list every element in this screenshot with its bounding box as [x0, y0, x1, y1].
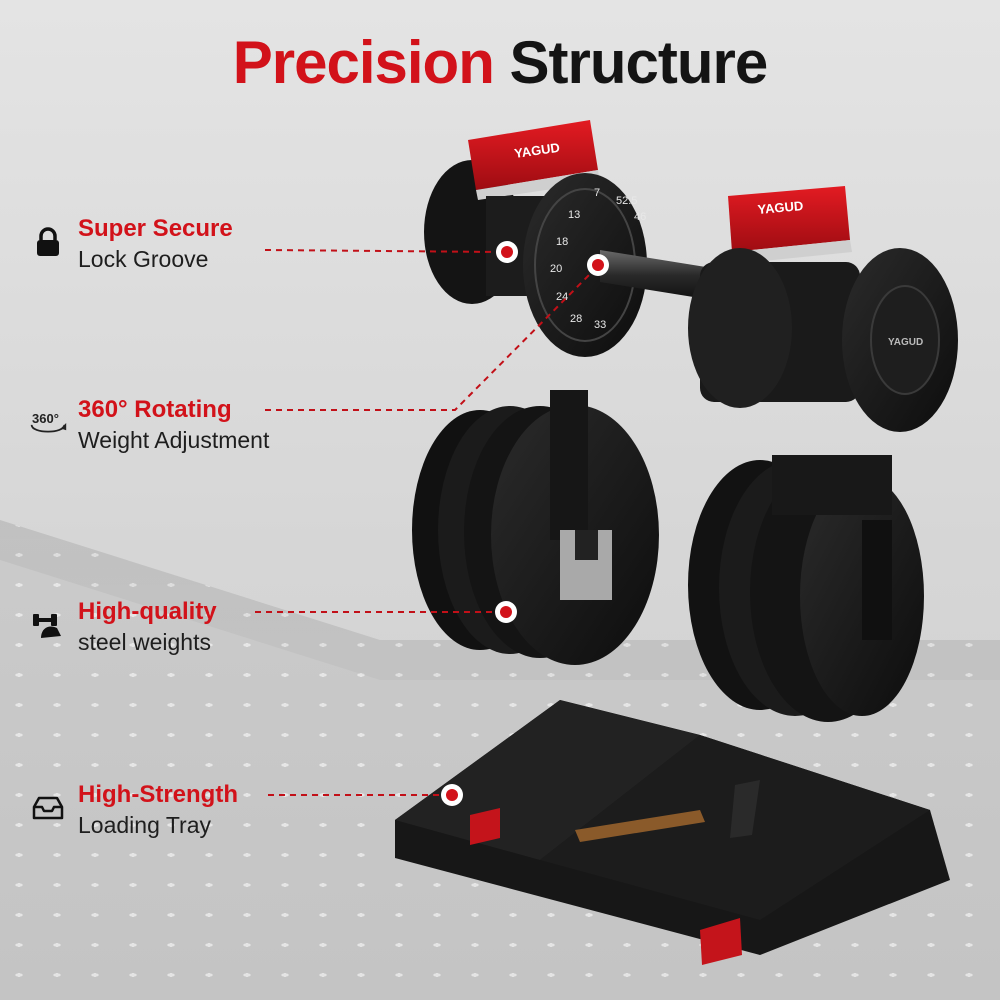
callout-heading: Super Secure	[78, 215, 233, 242]
callout-heading: High-quality	[78, 598, 217, 625]
dumbbell-handle	[600, 250, 712, 300]
dial-number: 24	[556, 291, 568, 303]
right-red-cap	[728, 186, 850, 252]
marker-tray	[446, 789, 458, 801]
tray-icon	[28, 788, 68, 828]
weight-plates-right	[688, 455, 924, 722]
marker-steel	[500, 606, 512, 618]
dial-number: 7	[594, 187, 600, 199]
page-title: Precision Structure	[0, 28, 1000, 97]
dial-number: 13	[568, 209, 580, 221]
weight-plates-left	[412, 390, 659, 665]
brand-logo-endcap: YAGUD	[888, 337, 923, 348]
loading-tray	[395, 700, 950, 965]
dial-number: 52.5	[616, 195, 637, 207]
dial-number: 28	[570, 313, 582, 325]
tray-red-accent-left	[470, 808, 500, 845]
brand-logo-left: YAGUD	[513, 140, 560, 161]
callout-subtitle: Lock Groove	[78, 246, 209, 272]
dial-number: 46	[634, 211, 646, 223]
callout-subtitle: Weight Adjustment	[78, 427, 270, 453]
tray-red-accent-right	[700, 918, 742, 965]
dumbbell-arm-icon	[28, 605, 68, 645]
steel-insert	[560, 530, 612, 600]
marker-lock	[501, 246, 513, 258]
marker-rotating	[592, 259, 604, 271]
dial-number: 20	[550, 263, 562, 275]
dial-number: 33	[594, 319, 606, 331]
lock-icon	[28, 222, 68, 262]
callout-heading: High-Strength	[78, 781, 238, 808]
brand-logo-right: YAGUD	[757, 198, 804, 217]
rotate-360-icon: 360°	[28, 403, 68, 443]
rotate-360-label: 360°	[32, 411, 59, 426]
callout-heading: 360° Rotating	[78, 396, 232, 423]
title-part-2: Structure	[509, 29, 769, 96]
assembled-dumbbell	[424, 120, 958, 432]
left-red-cap	[468, 120, 598, 190]
title-part-1: Precision	[232, 29, 495, 96]
callout-markers	[255, 241, 609, 806]
dial-numbers: 7 52.5 46 13 18 20 24 28 33	[550, 187, 646, 331]
dial-number: 18	[556, 236, 568, 248]
leader-rotating	[265, 271, 593, 411]
callout-subtitle: Loading Tray	[78, 812, 211, 838]
callout-subtitle: steel weights	[78, 629, 211, 655]
